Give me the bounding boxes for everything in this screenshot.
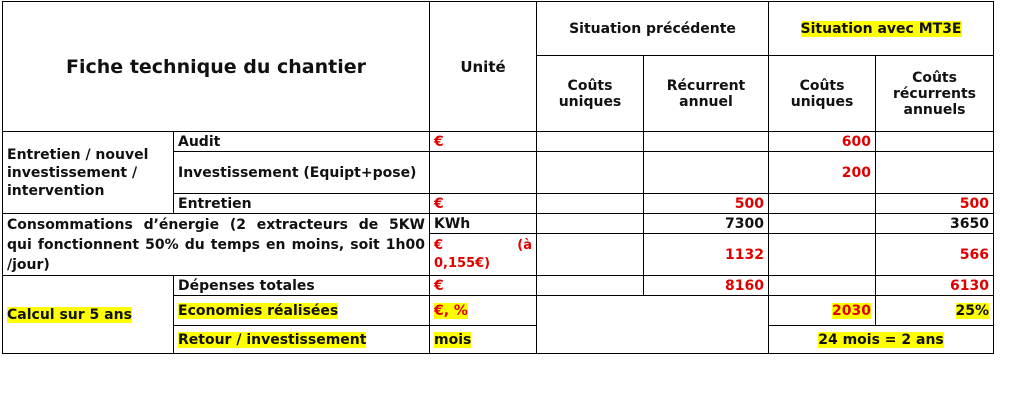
row-investment-prev-rec [642, 151, 770, 194]
row-savings-new-rec-cell: 25% [875, 295, 995, 326]
row-audit-prev-one [536, 131, 644, 152]
row-savings-item-cell: Economies réalisées [173, 295, 430, 326]
row-payback-unit: mois [434, 331, 472, 348]
row-kwh-new-one [768, 213, 877, 234]
row-audit-unit: € [429, 131, 537, 152]
row-payback-unit-cell: mois [429, 325, 537, 354]
row-kwh-new-rec: 3650 [875, 213, 995, 234]
row-investment-prev-one [536, 151, 644, 194]
unit-column-header: Unité [429, 1, 537, 132]
row-cost-new-one [768, 233, 877, 276]
mt3e-situation-header: Situation avec MT3E [768, 1, 995, 56]
row-investment-new-one: 200 [768, 151, 877, 194]
mt3e-situation-label: Situation avec MT3E [800, 20, 962, 37]
row-total-unit: € [429, 275, 537, 296]
row-total-new-rec: 6130 [875, 275, 995, 296]
calc-group-label: Calcul sur 5 ans [7, 306, 132, 323]
row-investment-unit [429, 151, 537, 194]
energy-group-label: Consommations d’énergie (2 extracteurs d… [2, 213, 430, 276]
row-audit-new-rec [875, 131, 995, 152]
row-cost-prev-rec: 1132 [642, 233, 770, 276]
row-cost-unit: € (à 0,155€) [429, 233, 537, 276]
row-audit-prev-rec [642, 131, 770, 152]
row-total-prev-one [536, 275, 644, 296]
row-savings-new-one: 2030 [832, 302, 872, 319]
row-maintenance-item: Entretien [173, 193, 430, 214]
row-investment-item: Investissement (Equipt+pose) [173, 151, 430, 194]
row-savings-new-rec: 25% [955, 302, 990, 319]
row-investment-new-rec [875, 151, 995, 194]
row-cost-unit-rate: 0,155€) [434, 255, 491, 271]
row-cost-prev-one [536, 233, 644, 276]
row-payback-item: Retour / investissement [178, 331, 367, 348]
prev-one-time-costs-header: Coûts uniques [536, 55, 644, 132]
previous-situation-header: Situation précédente [535, 1, 770, 56]
row-cost-new-rec: 566 [875, 233, 995, 276]
row-total-new-one [768, 275, 877, 296]
row-savings-unit-cell: €, % [429, 295, 537, 326]
row-maintenance-prev-rec: 500 [642, 193, 770, 214]
row-audit-item: Audit [173, 131, 430, 152]
new-one-time-costs-header: Coûts uniques [768, 55, 877, 132]
row-maintenance-prev-one [536, 193, 644, 214]
row-savings-item: Economies réalisées [178, 302, 339, 319]
sheet-title: Fiche technique du chantier [2, 1, 430, 132]
row-maintenance-unit: € [429, 193, 537, 214]
row-payback-value-cell: 24 mois = 2 ans [768, 325, 995, 354]
row-payback-value: 24 mois = 2 ans [818, 331, 944, 348]
row-total-prev-rec: 8160 [642, 275, 770, 296]
calc-group-cell: Calcul sur 5 ans [2, 275, 174, 354]
prev-recurring-annual-header: Récurrent annuel [642, 55, 770, 132]
row-kwh-prev-one [536, 213, 644, 234]
row-audit-new-one: 600 [768, 131, 877, 152]
row-cost-unit-rate-open: (à [517, 237, 532, 253]
technical-sheet-table: Fiche technique du chantier Unité Situat… [2, 1, 995, 354]
row-payback-item-cell: Retour / investissement [173, 325, 430, 354]
row-maintenance-new-one [768, 193, 877, 214]
new-recurring-costs-header: Coûts récurrents annuels [875, 55, 995, 132]
row-maintenance-new-rec: 500 [875, 193, 995, 214]
row-cost-unit-currency: € [434, 237, 444, 253]
row-kwh-prev-rec: 7300 [642, 213, 770, 234]
savings-payback-prev-cell [535, 295, 770, 354]
row-total-item: Dépenses totales [173, 275, 430, 296]
row-savings-unit: €, % [434, 302, 468, 319]
row-savings-new-one-cell: 2030 [768, 295, 877, 326]
row-kwh-unit: KWh [429, 213, 537, 234]
maintenance-group-label: Entretien / nouvel investissement / inte… [2, 131, 174, 214]
